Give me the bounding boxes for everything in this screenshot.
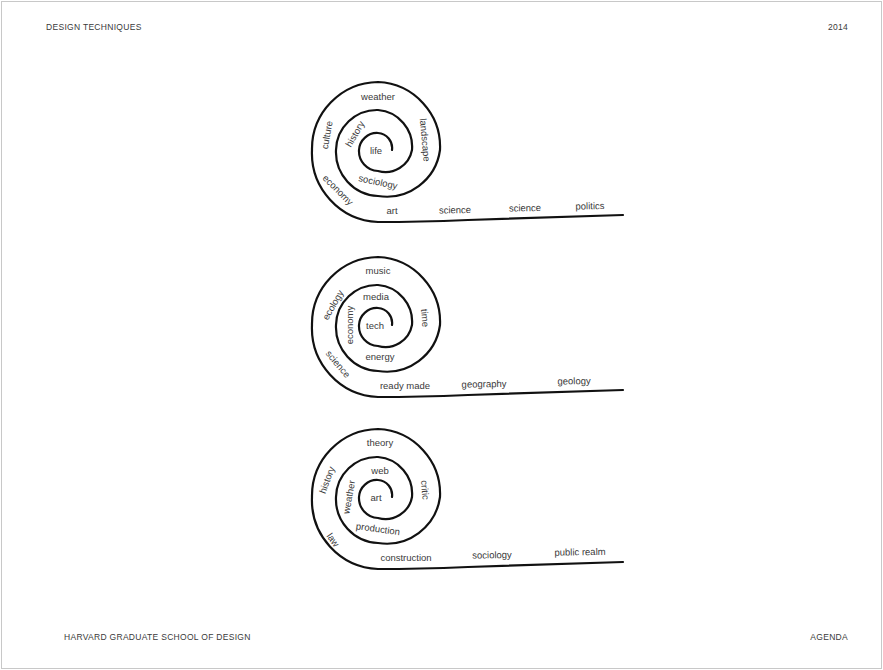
spiral-word: ecology bbox=[321, 288, 346, 321]
spiral-word: weather bbox=[341, 480, 356, 515]
spiral-word: tech bbox=[366, 321, 384, 331]
spiral-line bbox=[312, 257, 623, 397]
spiral-word: web bbox=[371, 466, 388, 476]
spiral-word: media bbox=[363, 292, 389, 302]
timeline-word: geography bbox=[461, 379, 506, 389]
header-text: HARVARD GRADUATE SCHOOL OF DESIGN bbox=[64, 633, 251, 642]
spiral-word: theory bbox=[367, 438, 393, 448]
spiral-word: sociology bbox=[358, 173, 399, 191]
timeline-word: sociology bbox=[472, 550, 512, 560]
timeline-word: ready made bbox=[380, 381, 430, 391]
spiral-word: music bbox=[366, 266, 391, 276]
timeline-word: construction bbox=[380, 553, 431, 563]
spiral-word: time bbox=[419, 309, 430, 328]
timeline-word: politics bbox=[575, 201, 604, 211]
spiral-word: economy bbox=[345, 306, 355, 345]
timeline-word: geology bbox=[557, 376, 590, 386]
timeline-word: science bbox=[509, 203, 541, 213]
spiral-word: energy bbox=[365, 352, 394, 362]
spiral-word: weather bbox=[361, 92, 395, 102]
spiral-word: art bbox=[370, 493, 381, 503]
spiral-word: history bbox=[318, 465, 336, 495]
spiral-path bbox=[312, 429, 623, 569]
spiral-word: economy bbox=[321, 173, 355, 207]
spiral-word: landscape bbox=[418, 118, 431, 162]
spiral-word: life bbox=[370, 146, 382, 156]
spiral-path bbox=[312, 82, 623, 222]
timeline-word: art bbox=[386, 206, 397, 216]
spiral-word: history bbox=[344, 120, 366, 149]
spiral-word: production bbox=[355, 521, 400, 537]
spiral-line bbox=[312, 429, 623, 569]
spiral-word: culture bbox=[320, 120, 334, 150]
header-text: 2014 bbox=[828, 23, 848, 32]
header-text: DESIGN TECHNIQUES bbox=[46, 23, 142, 32]
timeline-word: public realm bbox=[554, 547, 605, 557]
timeline-word: science bbox=[439, 205, 471, 215]
spiral-word: science bbox=[324, 349, 352, 380]
header-text: AGENDA bbox=[810, 633, 848, 642]
spiral-line bbox=[312, 82, 623, 222]
spiral-word: law bbox=[325, 531, 341, 548]
spiral-word: critic bbox=[419, 480, 430, 500]
spiral-path bbox=[312, 257, 623, 397]
